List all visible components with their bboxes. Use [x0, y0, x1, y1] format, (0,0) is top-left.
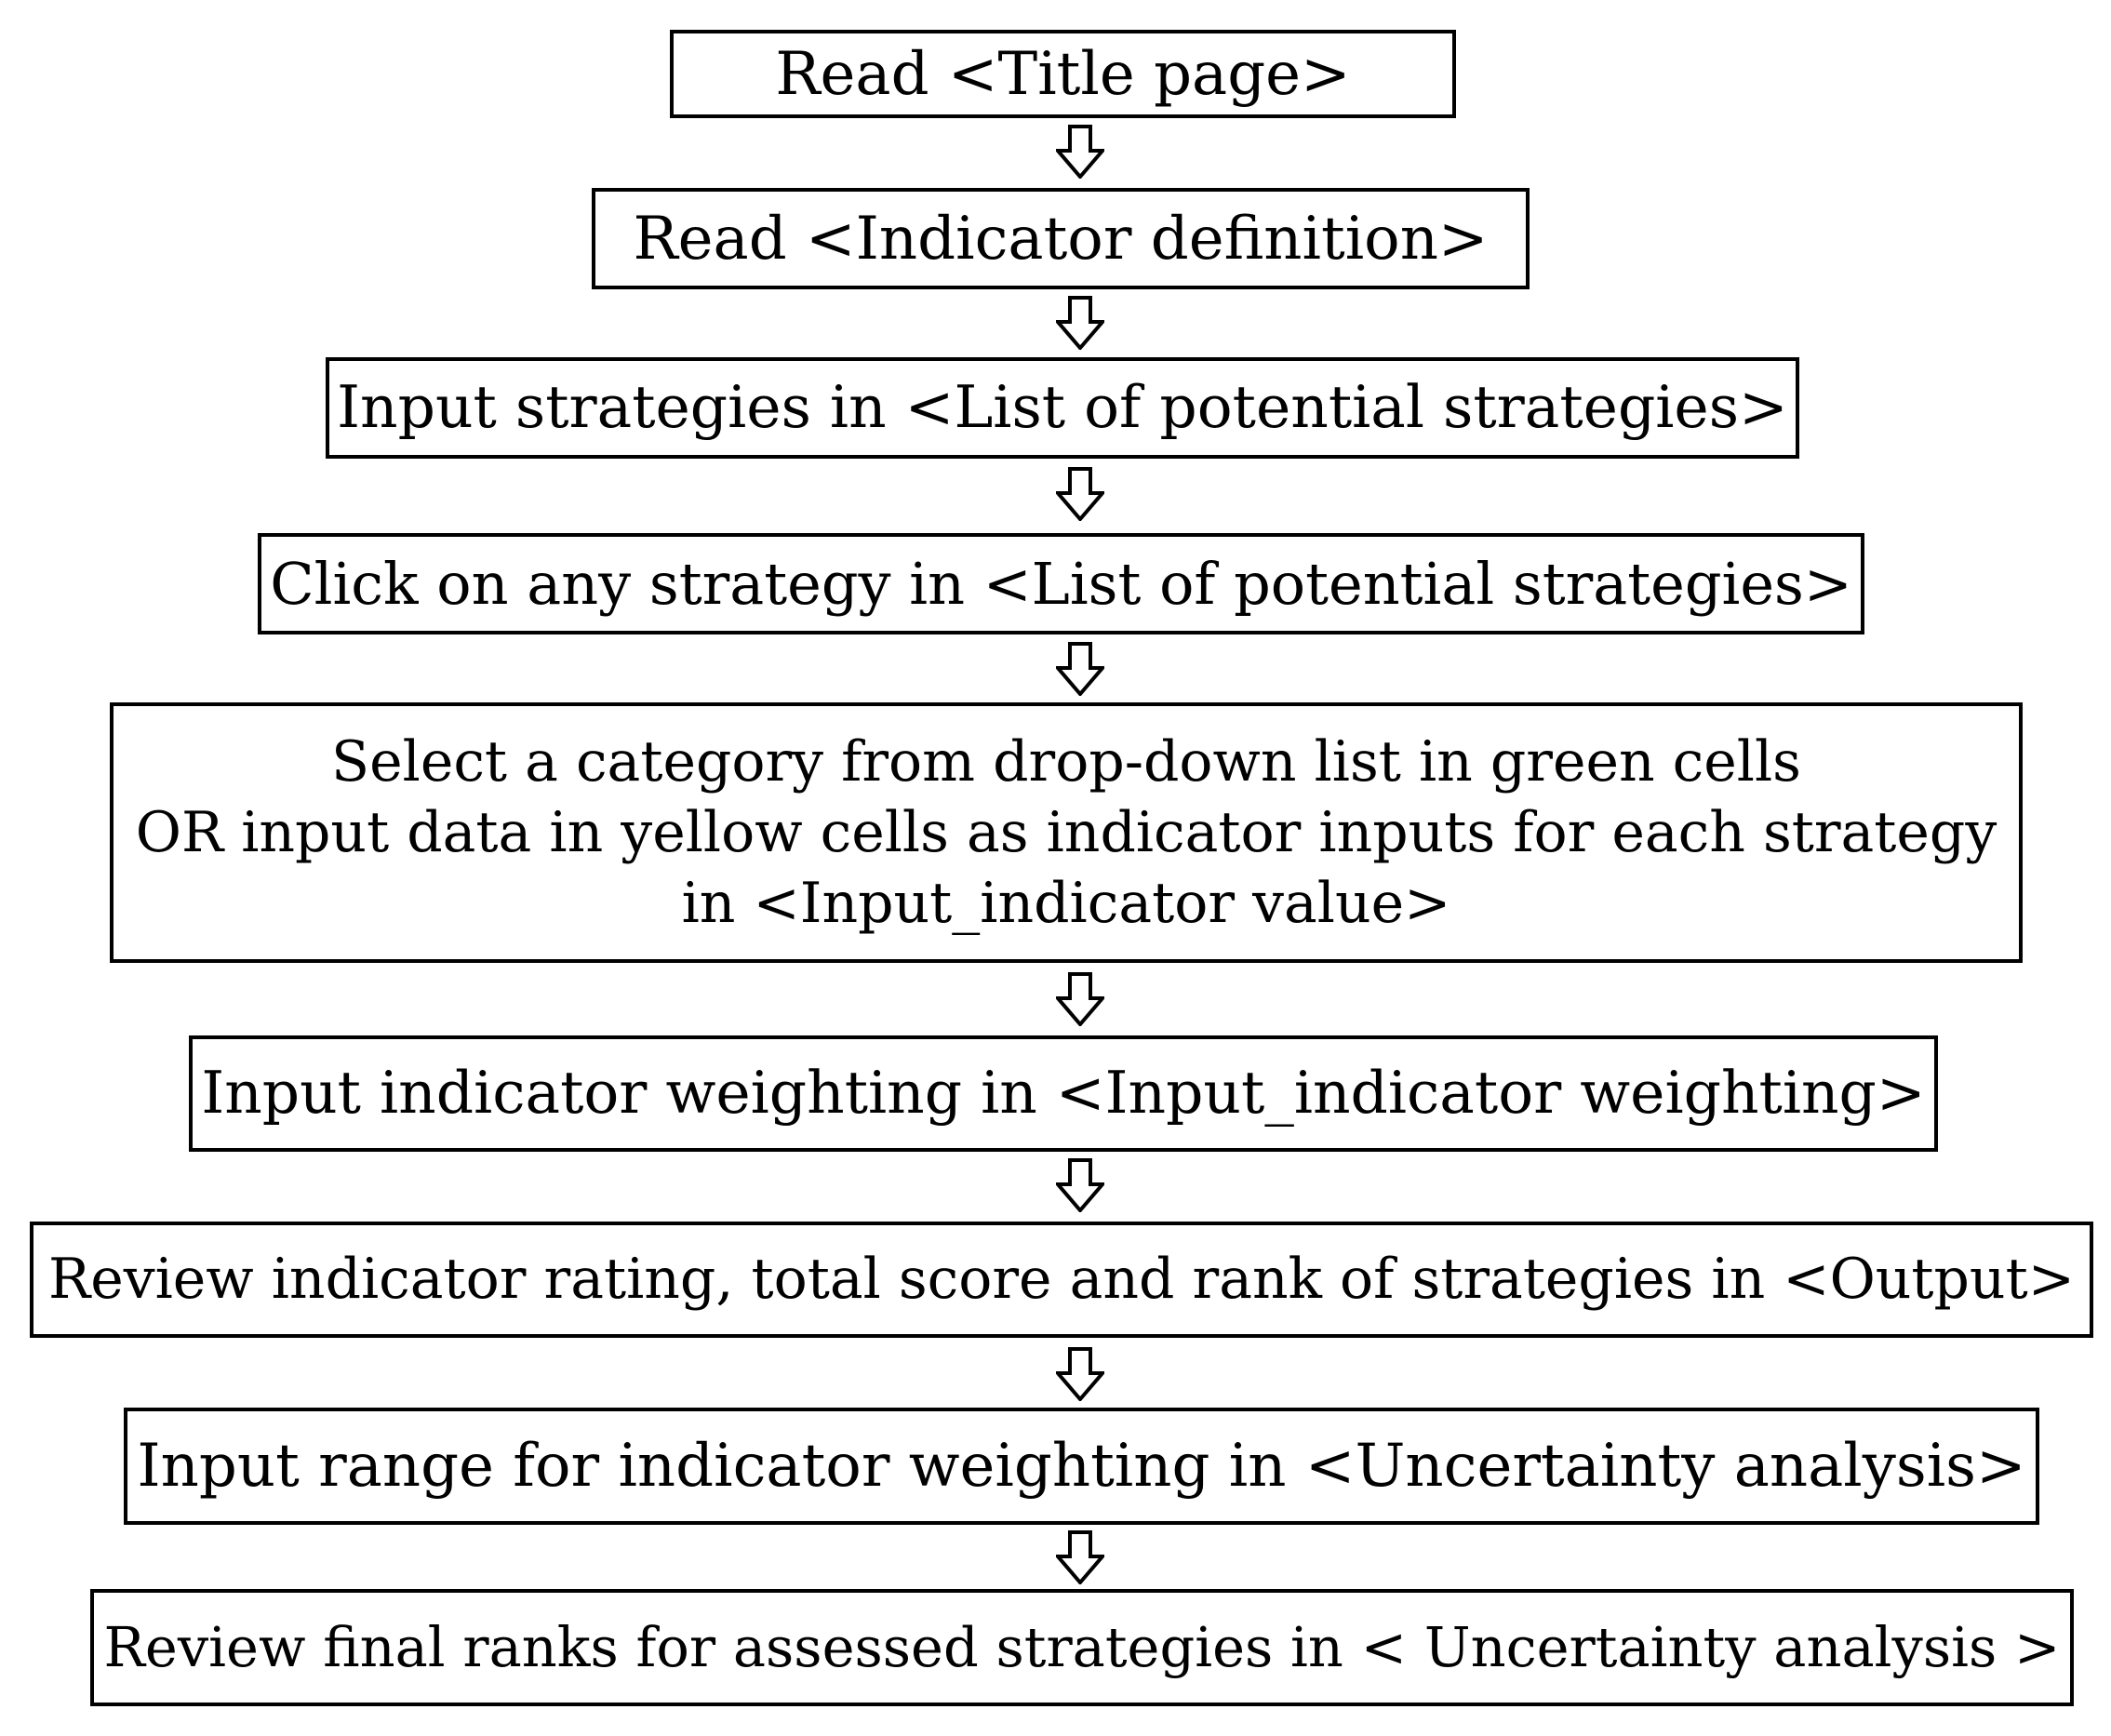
step-label: Review indicator rating, total score and…: [48, 1247, 2075, 1312]
step-select-category: Select a category from drop-down list in…: [110, 702, 2023, 963]
step-read-title-page: Read <Title page>: [670, 30, 1456, 118]
down-arrow-icon: [1056, 1530, 1104, 1584]
step-label: Input indicator weighting in <Input_indi…: [201, 1059, 1926, 1128]
step-label: Review final ranks for assessed strategi…: [103, 1615, 2061, 1680]
step-review-output: Review indicator rating, total score and…: [30, 1222, 2093, 1338]
step-label-line: Select a category from drop-down list in…: [331, 728, 1801, 795]
step-label: Read <Title page>: [775, 39, 1351, 109]
step-input-weighting: Input indicator weighting in <Input_indi…: [189, 1035, 1938, 1152]
step-read-indicator-definition: Read <Indicator definition>: [592, 188, 1530, 289]
down-arrow-icon: [1056, 1158, 1104, 1212]
down-arrow-icon: [1056, 972, 1104, 1026]
step-label-line: OR input data in yellow cells as indicat…: [135, 799, 1997, 865]
step-input-range: Input range for indicator weighting in <…: [124, 1408, 2039, 1525]
step-label: Click on any strategy in <List of potent…: [270, 549, 1852, 618]
down-arrow-icon: [1056, 125, 1104, 179]
step-label-line: in <Input_indicator value>: [681, 871, 1451, 937]
step-label: Input range for indicator weighting in <…: [137, 1432, 2026, 1501]
step-input-strategies: Input strategies in <List of potential s…: [326, 357, 1799, 459]
step-label: Read <Indicator definition>: [633, 204, 1489, 274]
down-arrow-icon: [1056, 467, 1104, 521]
down-arrow-icon: [1056, 1347, 1104, 1401]
step-label: Input strategies in <List of potential s…: [337, 373, 1788, 442]
down-arrow-icon: [1056, 296, 1104, 350]
step-click-strategy: Click on any strategy in <List of potent…: [258, 533, 1864, 634]
down-arrow-icon: [1056, 642, 1104, 696]
step-review-final-ranks: Review final ranks for assessed strategi…: [90, 1589, 2074, 1706]
